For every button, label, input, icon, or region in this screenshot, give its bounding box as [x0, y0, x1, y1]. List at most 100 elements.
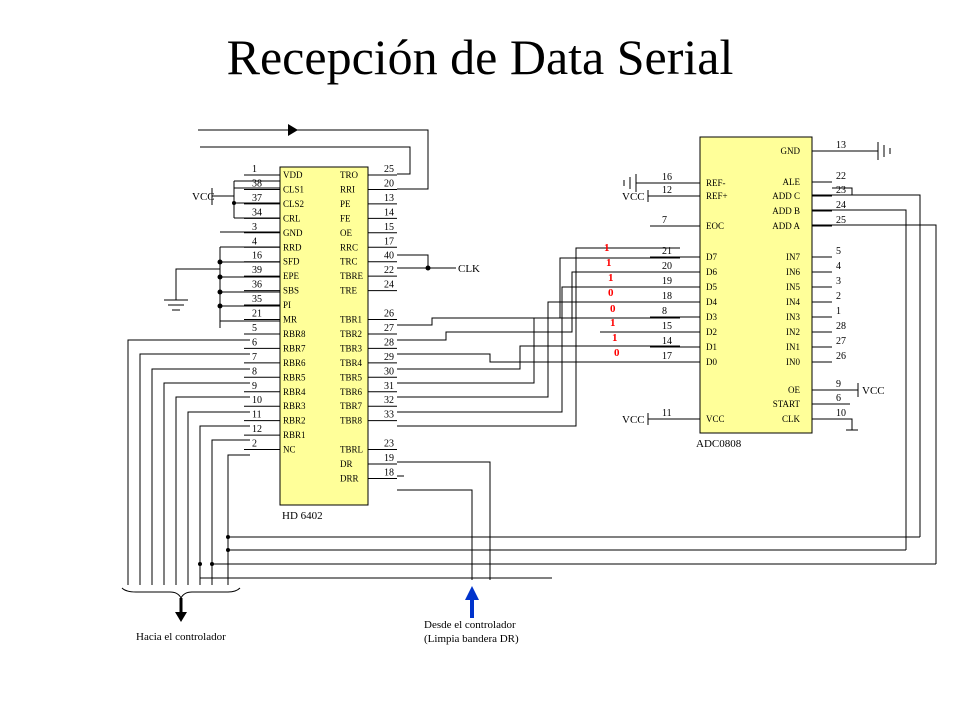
uart-pin-number: 7 [252, 352, 257, 363]
data-bit: 0 [614, 347, 620, 359]
rbr-output-wires [121, 339, 936, 622]
uart-ground-wiring [164, 231, 280, 328]
uart-pin-number: 22 [384, 265, 394, 276]
uart-pin-number: 19 [384, 453, 394, 464]
adc-pin-signal: IN1 [786, 342, 800, 352]
adc-right-wiring [812, 142, 937, 564]
tbr-data-wires [397, 247, 680, 427]
uart-pin-signal: DRR [340, 473, 359, 483]
uart-pin-signal: FE [340, 213, 351, 223]
uart-pin-signal: MR [283, 315, 297, 325]
uart-pin-signal: CLS1 [283, 184, 304, 194]
uart-pin-signal: TBR6 [340, 387, 363, 397]
uart-pin-number: 20 [384, 178, 394, 189]
uart-pin-number: 32 [384, 395, 394, 406]
adc-pin-number: 11 [662, 408, 672, 419]
uart-pin-signal: RBR5 [283, 372, 306, 382]
top-loop-wires [198, 124, 429, 190]
adc-pin-signal: D7 [706, 252, 717, 262]
uart-pin-signal: DR [340, 459, 353, 469]
dr-wires [397, 461, 491, 618]
adc-pin-signal: CLK [782, 414, 801, 424]
adc-pin-number: 6 [836, 393, 841, 404]
adc-pin-number: 14 [662, 336, 672, 347]
uart-pin-signal: CLS2 [283, 199, 304, 209]
uart-pin-signal: SBS [283, 286, 299, 296]
uart-pin-signal: TBRL [340, 445, 363, 455]
adc-pin-number: 25 [836, 215, 846, 226]
adc-pin-signal: IN5 [786, 282, 800, 292]
adc-pin-number: 7 [662, 215, 667, 226]
uart-pin-signal: TBR3 [340, 343, 363, 353]
uart-pin-signal: RRI [340, 184, 355, 194]
uart-pin-number: 9 [252, 381, 257, 392]
uart-pin-number: 30 [384, 366, 394, 377]
adc-chip-name: ADC0808 [696, 438, 742, 450]
adc-pin-signal: IN4 [786, 297, 800, 307]
uart-pin-signal: RBR2 [283, 416, 306, 426]
adc-pin-number: 2 [836, 291, 841, 302]
uart-pin-number: 23 [384, 439, 394, 450]
uart-pin-number: 33 [384, 410, 394, 421]
adc-oe-vcc-label: VCC [862, 385, 885, 397]
adc-pin-number: 20 [662, 261, 672, 272]
uart-pin-number: 28 [384, 337, 394, 348]
uart-pin-number: 40 [384, 251, 394, 262]
uart-pin-signal: TBR7 [340, 401, 363, 411]
uart-pin-signal: NC [283, 445, 296, 455]
uart-pin-signal: RBR7 [283, 343, 306, 353]
adc-pin-number: 24 [836, 200, 846, 211]
uart-pin-number: 18 [384, 467, 394, 478]
adc-pin-signal: GND [781, 146, 801, 156]
adc-pin-number: 23 [836, 185, 846, 196]
data-bit: 1 [604, 242, 610, 254]
data-bit: 1 [612, 332, 618, 344]
adc-ref-wiring [623, 174, 680, 425]
uart-pin-number: 16 [252, 251, 262, 262]
uart-pin-number: 37 [252, 193, 262, 204]
to-controller-label: Hacia el controlador [136, 631, 226, 643]
adc-pin-signal: D4 [706, 297, 717, 307]
uart-pin-signal: TBR5 [340, 372, 363, 382]
uart-pin-signal: TRC [340, 257, 358, 267]
uart-pin-signal: TRO [340, 170, 359, 180]
uart-pin-signal: RBR1 [283, 430, 306, 440]
uart-chip-name: HD 6402 [282, 510, 323, 522]
uart-pin-number: 26 [384, 309, 394, 320]
adc-pin-signal: IN2 [786, 327, 800, 337]
adc-pin-number: 10 [836, 408, 846, 419]
uart-pin-signal: TBR2 [340, 329, 362, 339]
uart-pin-signal: RBR3 [283, 401, 306, 411]
data-bit: 0 [608, 287, 614, 299]
adc-pin-signal: D5 [706, 282, 717, 292]
adc-pin-signal: D2 [706, 327, 717, 337]
uart-pin-number: 34 [252, 207, 262, 218]
uart-pin-number: 39 [252, 265, 262, 276]
uart-pin-number: 2 [252, 439, 257, 450]
adc-pin-signal: START [773, 399, 801, 409]
adc-pin-signal: ADD A [772, 221, 800, 231]
data-bit: 1 [610, 317, 616, 329]
uart-pin-signal: EPE [283, 271, 300, 281]
adc-pin-number: 18 [662, 291, 672, 302]
uart-pin-signal: TBR1 [340, 315, 362, 325]
adc-pin-signal: ALE [783, 177, 801, 187]
data-bit: 1 [608, 272, 614, 284]
uart-pin-signal: RBR6 [283, 358, 306, 368]
uart-pin-signal: TRE [340, 286, 358, 296]
adc-pin-signal: D1 [706, 342, 717, 352]
adc-pin-signal: ADD B [772, 206, 800, 216]
uart-pin-number: 25 [384, 164, 394, 175]
adc-pin-signal: IN0 [786, 357, 800, 367]
adc-pin-signal: IN6 [786, 267, 800, 277]
data-bit: 1 [606, 257, 612, 269]
uart-pin-signal: RBR4 [283, 387, 306, 397]
from-controller-label-2: (Limpia bandera DR) [424, 633, 519, 645]
adc-pin-number: 22 [836, 171, 846, 182]
adc-chip-body [699, 136, 813, 434]
adc-pin-signal: EOC [706, 221, 724, 231]
uart-pin-signal: TBRE [340, 271, 364, 281]
uart-pin-number: 10 [252, 395, 262, 406]
